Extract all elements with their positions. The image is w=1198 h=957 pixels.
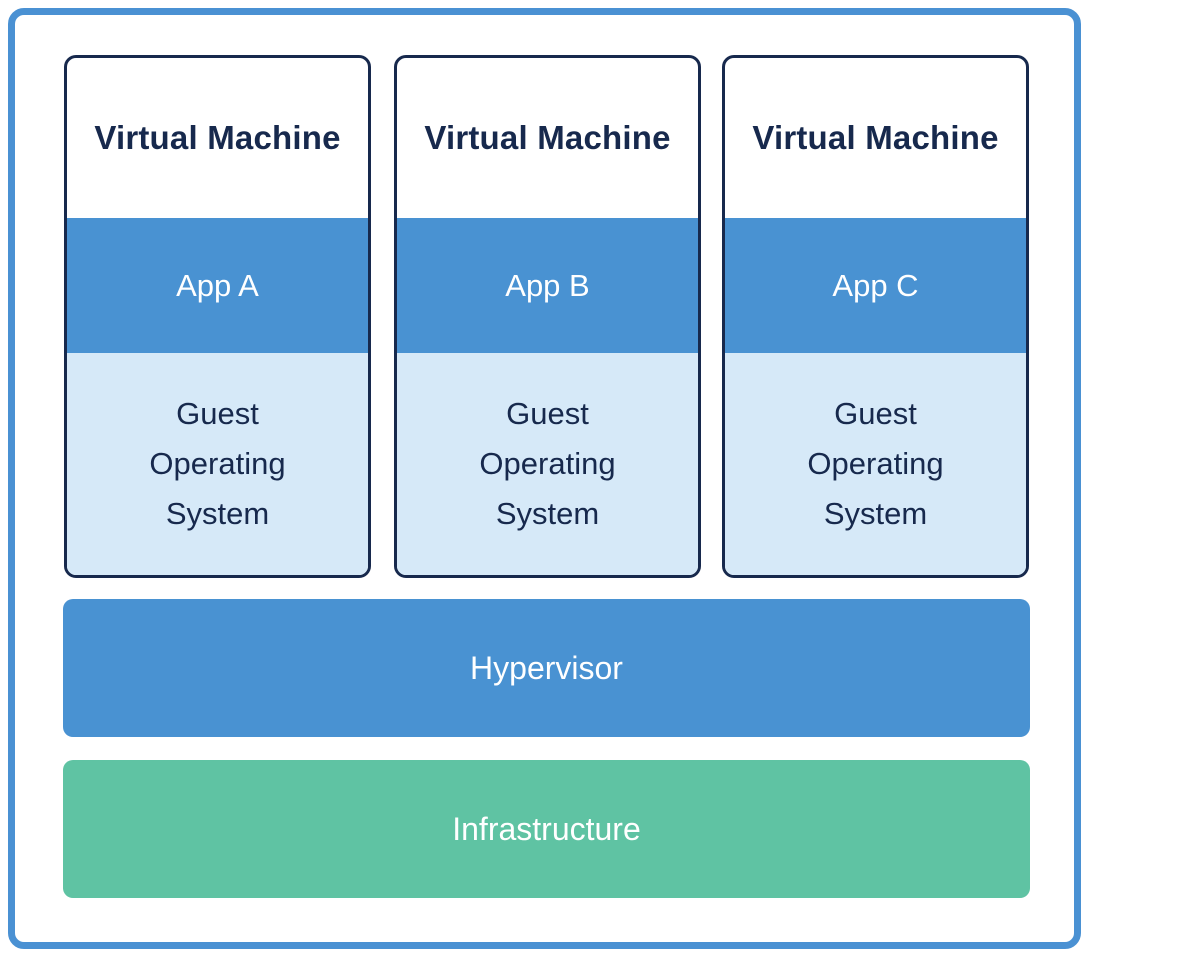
infrastructure-layer: Infrastructure [63, 760, 1030, 898]
vm-box-3: Virtual Machine App C Guest Operating Sy… [722, 55, 1029, 578]
vm-3-guest-os-line-3: System [823, 496, 928, 531]
hypervisor-label: Hypervisor [470, 649, 623, 686]
vm-box-2: Virtual Machine App B Guest Operating Sy… [394, 55, 701, 578]
infrastructure-label: Infrastructure [452, 810, 641, 847]
vm-2-guest-os-line-3: System [495, 496, 600, 531]
vm-1-app-band: App A [67, 218, 368, 353]
vm-1-guest-os-line-2: Operating [149, 446, 286, 481]
vm-3-guest-os-line-2: Operating [807, 446, 944, 481]
vm-2-guest-os-line-1: Guest [506, 396, 589, 431]
vm-2-title: Virtual Machine [424, 119, 671, 156]
vm-1-title: Virtual Machine [94, 119, 341, 156]
vm-1-guest-os-line-3: System [165, 496, 270, 531]
vm-1-guest-os: Guest Operating System [67, 353, 368, 575]
vm-1-guest-os-line-1: Guest [176, 396, 259, 431]
vm-3-guest-os: Guest Operating System [725, 353, 1026, 575]
vm-2-guest-os-line-2: Operating [479, 446, 616, 481]
vm-3-title: Virtual Machine [752, 119, 999, 156]
vm-2-app-band: App B [397, 218, 698, 353]
vm-3-guest-os-line-1: Guest [834, 396, 917, 431]
vm-box-1: Virtual Machine App A Guest Operating Sy… [64, 55, 371, 578]
hypervisor-layer: Hypervisor [63, 599, 1030, 737]
vm-2-guest-os: Guest Operating System [397, 353, 698, 575]
vm-3-app-band: App C [725, 218, 1026, 353]
